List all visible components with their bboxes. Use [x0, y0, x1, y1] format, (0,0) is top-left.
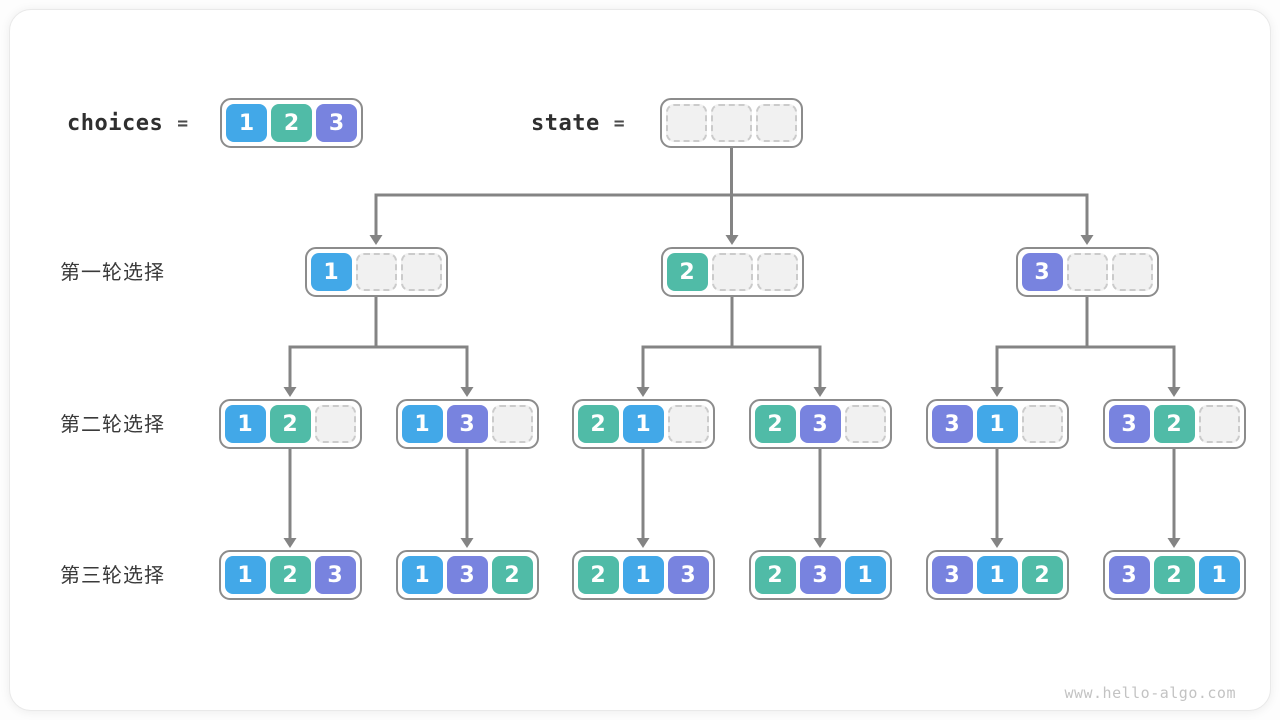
value-cell-1: 1 — [622, 405, 664, 443]
value-cell-1: 1 — [401, 405, 443, 443]
round-label-3: 第三轮选择 — [60, 563, 165, 587]
watermark: www.hello-algo.com — [1064, 684, 1236, 702]
empty-cell — [314, 405, 356, 443]
value-cell-2: 2 — [577, 405, 619, 443]
value-cell-3: 3 — [314, 556, 356, 594]
tree-connector-lines — [283, 148, 1181, 548]
value-cell-2: 2 — [269, 405, 311, 443]
value-cell-1: 1 — [622, 556, 664, 594]
value-cell-3: 3 — [1108, 405, 1150, 443]
round-label-1: 第一轮选择 — [60, 260, 165, 284]
value-cell-1: 1 — [224, 556, 266, 594]
value-cell-1: 1 — [224, 405, 266, 443]
value-cell-1: 1 — [976, 405, 1018, 443]
value-cell-2: 2 — [1153, 556, 1195, 594]
value-cell-1: 1 — [401, 556, 443, 594]
empty-cell — [1198, 405, 1240, 443]
value-cell-2: 2 — [491, 556, 533, 594]
round-label-2: 第二轮选择 — [60, 412, 165, 436]
value-cell-3: 3 — [446, 556, 488, 594]
state-box-r1-1: 1 — [304, 247, 448, 297]
value-cell-2: 2 — [666, 253, 708, 291]
state-label: state — [531, 110, 600, 136]
value-cell-2: 2 — [754, 405, 796, 443]
empty-cell — [1021, 405, 1063, 443]
value-cell-3: 3 — [799, 405, 841, 443]
state-group: state = — [531, 98, 625, 148]
value-cell-1: 1 — [844, 556, 886, 594]
empty-cell — [756, 104, 797, 142]
value-cell-2: 2 — [754, 556, 796, 594]
value-cell-2: 2 — [271, 104, 312, 142]
value-cell-1: 1 — [1198, 556, 1240, 594]
value-cell-2: 2 — [1153, 405, 1195, 443]
value-cell-2: 2 — [269, 556, 311, 594]
value-cell-3: 3 — [799, 556, 841, 594]
empty-cell — [756, 253, 798, 291]
value-cell-1: 1 — [310, 253, 352, 291]
choices-label: choices — [67, 110, 164, 136]
value-cell-1: 1 — [976, 556, 1018, 594]
state-box-r1-3: 3 — [1015, 247, 1159, 297]
empty-cell — [491, 405, 533, 443]
empty-cell — [711, 253, 753, 291]
value-cell-3: 3 — [1021, 253, 1063, 291]
value-cell-3: 3 — [931, 556, 973, 594]
state-equals-sign: = — [613, 112, 625, 134]
choices-group: choices = — [67, 98, 188, 148]
empty-cell — [844, 405, 886, 443]
value-cell-1: 1 — [226, 104, 267, 142]
empty-cell — [711, 104, 752, 142]
empty-cell — [667, 405, 709, 443]
value-cell-2: 2 — [577, 556, 619, 594]
value-cell-3: 3 — [446, 405, 488, 443]
empty-cell — [1066, 253, 1108, 291]
empty-cell — [355, 253, 397, 291]
state-array-box — [660, 98, 803, 148]
empty-cell — [1111, 253, 1153, 291]
value-cell-3: 3 — [931, 405, 973, 443]
value-cell-3: 3 — [667, 556, 709, 594]
value-cell-2: 2 — [1021, 556, 1063, 594]
empty-cell — [400, 253, 442, 291]
value-cell-3: 3 — [316, 104, 357, 142]
choices-equals-sign: = — [177, 112, 189, 134]
empty-cell — [666, 104, 707, 142]
value-cell-3: 3 — [1108, 556, 1150, 594]
state-box-r1-2: 2 — [660, 247, 804, 297]
